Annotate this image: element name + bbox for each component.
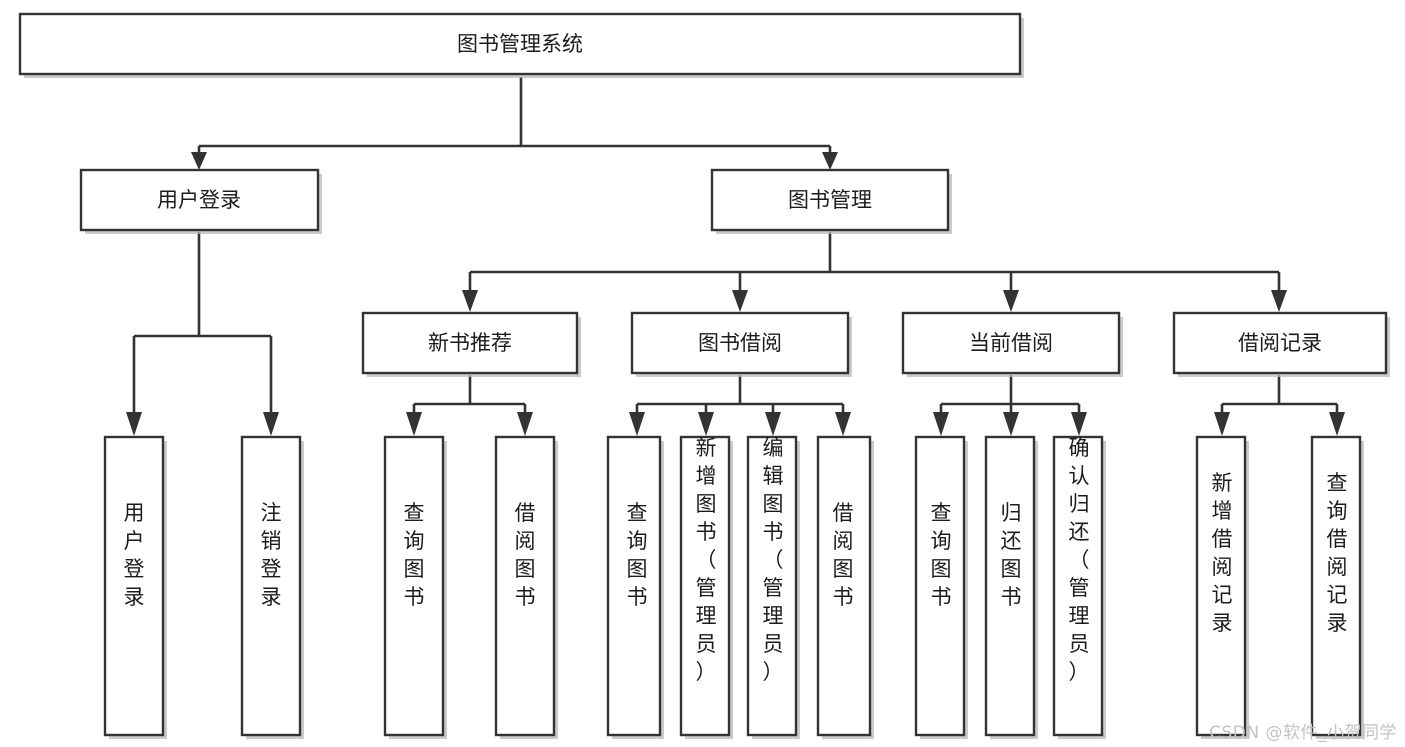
arrow-book-borrow-leaf-1 [698,412,714,436]
node-borrow-record[interactable]: 借阅记录 [1172,311,1390,377]
node-user-login[interactable]: 用户登录 [79,168,322,234]
node-book-borrow[interactable]: 图书借阅 [630,311,852,377]
arrow-user-login-leaf-0 [126,412,142,436]
leaf-book-borrow-1-box [679,435,731,737]
leaf-current-borrow-2-label: 确认归还（管理员） [1069,436,1090,684]
connector-group-root [191,77,838,170]
leaf-new-book-recommend-0-box [383,435,445,737]
connector-group-new-book-recommend [406,375,533,436]
leaf-book-borrow-1[interactable]: 新增图书（管理员） [679,435,733,739]
leaf-current-borrow-0-label: 查询图书 [931,501,952,609]
csdn-watermark: CSDN @软件_小贺同学 [1209,723,1397,743]
leaf-user-login-1-box [240,435,302,737]
arrow-user-login-leaf-1 [263,412,279,436]
leaf-book-borrow-2-label: 编辑图书（管理员） [763,436,784,684]
connector-group-user-login [126,232,279,436]
leaf-current-borrow-2-box [1052,435,1104,737]
node-book-management[interactable]: 图书管理 [710,168,952,234]
leaf-book-borrow-0[interactable]: 查询图书 [606,435,664,739]
leaf-current-borrow-0-box [914,435,966,737]
arrow-book-mgmt-child-3 [1271,290,1287,312]
leaf-current-borrow-0[interactable]: 查询图书 [914,435,968,739]
arrow-new-book-leaf-1 [517,412,533,436]
arrow-borrow-record-leaf-1 [1329,412,1345,436]
node-root[interactable]: 图书管理系统 [18,12,1024,78]
arrow-borrow-record-leaf-0 [1214,412,1230,436]
node-current-borrow-label: 当前借阅 [969,331,1053,355]
arrow-book-borrow-leaf-2 [765,412,781,436]
node-new-book-recommend[interactable]: 新书推荐 [361,311,581,377]
leaf-borrow-record-0-box [1195,435,1247,737]
leaf-new-book-recommend-1-label: 借阅图书 [515,501,536,609]
connector-group-book-borrow [629,375,851,436]
leaf-book-borrow-0-box [606,435,662,737]
arrow-book-borrow-leaf-0 [629,412,645,436]
node-book-management-label: 图书管理 [788,188,872,212]
leaf-user-login-0[interactable]: 用户登录 [103,435,167,739]
leaf-book-borrow-3[interactable]: 借阅图书 [816,435,874,739]
leaf-book-borrow-1-label: 新增图书（管理员） [696,436,717,684]
connector-group-book-mgmt [462,232,1287,312]
node-book-borrow-label: 图书借阅 [698,331,782,355]
leaf-current-borrow-1-box [984,435,1036,737]
arrow-root-to-user-login [191,152,207,170]
leaf-borrow-record-0-label: 新增借阅记录 [1212,471,1233,635]
node-current-borrow-box [901,311,1121,375]
node-book-management-box [710,168,950,232]
leaf-book-borrow-3-box [816,435,872,737]
arrow-current-borrow-leaf-0 [933,412,949,436]
leaf-book-borrow-2-box [746,435,798,737]
node-book-borrow-box [630,311,850,375]
node-root-label: 图书管理系统 [457,32,583,56]
leaf-current-borrow-1[interactable]: 归还图书 [984,435,1038,739]
leaf-borrow-record-1-label: 查询借阅记录 [1327,471,1348,635]
leaf-new-book-recommend-0[interactable]: 查询图书 [383,435,447,739]
leaf-book-borrow-0-label: 查询图书 [627,501,648,609]
node-new-book-recommend-box [361,311,579,375]
leaf-user-login-0-box [103,435,165,737]
leaf-user-login-0-label: 用户登录 [124,501,145,609]
arrow-current-borrow-leaf-2 [1071,412,1087,436]
leaf-new-book-recommend-0-label: 查询图书 [404,501,425,609]
arrow-book-mgmt-child-1 [732,290,748,312]
leaf-current-borrow-2[interactable]: 确认归还（管理员） [1052,435,1106,739]
arrow-book-mgmt-child-2 [1003,290,1019,312]
node-current-borrow[interactable]: 当前借阅 [901,311,1123,377]
arrow-current-borrow-leaf-1 [1003,412,1019,436]
node-user-login-label: 用户登录 [157,188,241,212]
node-root-box [18,12,1022,76]
leaf-user-login-1-label: 注销登录 [261,501,282,609]
leaf-current-borrow-1-label: 归还图书 [1001,501,1022,609]
node-user-login-box [79,168,320,232]
leaf-book-borrow-2[interactable]: 编辑图书（管理员） [746,435,800,739]
connector-group-borrow-record [1214,375,1345,436]
leaf-borrow-record-1-box [1310,435,1362,737]
arrow-root-to-book-mgmt [822,152,838,170]
leaf-borrow-record-1[interactable]: 查询借阅记录 [1310,435,1364,739]
leaf-book-borrow-3-label: 借阅图书 [833,501,854,609]
arrow-new-book-leaf-0 [406,412,422,436]
arrow-book-borrow-leaf-3 [835,412,851,436]
node-borrow-record-label: 借阅记录 [1238,331,1322,355]
arrow-book-mgmt-child-0 [462,290,478,312]
node-new-book-recommend-label: 新书推荐 [428,331,512,355]
leaf-new-book-recommend-1-box [494,435,556,737]
leaf-user-login-1[interactable]: 注销登录 [240,435,304,739]
node-borrow-record-box [1172,311,1388,375]
leaf-borrow-record-0[interactable]: 新增借阅记录 [1195,435,1249,739]
connector-group-current-borrow [933,375,1087,436]
leaf-new-book-recommend-1[interactable]: 借阅图书 [494,435,558,739]
